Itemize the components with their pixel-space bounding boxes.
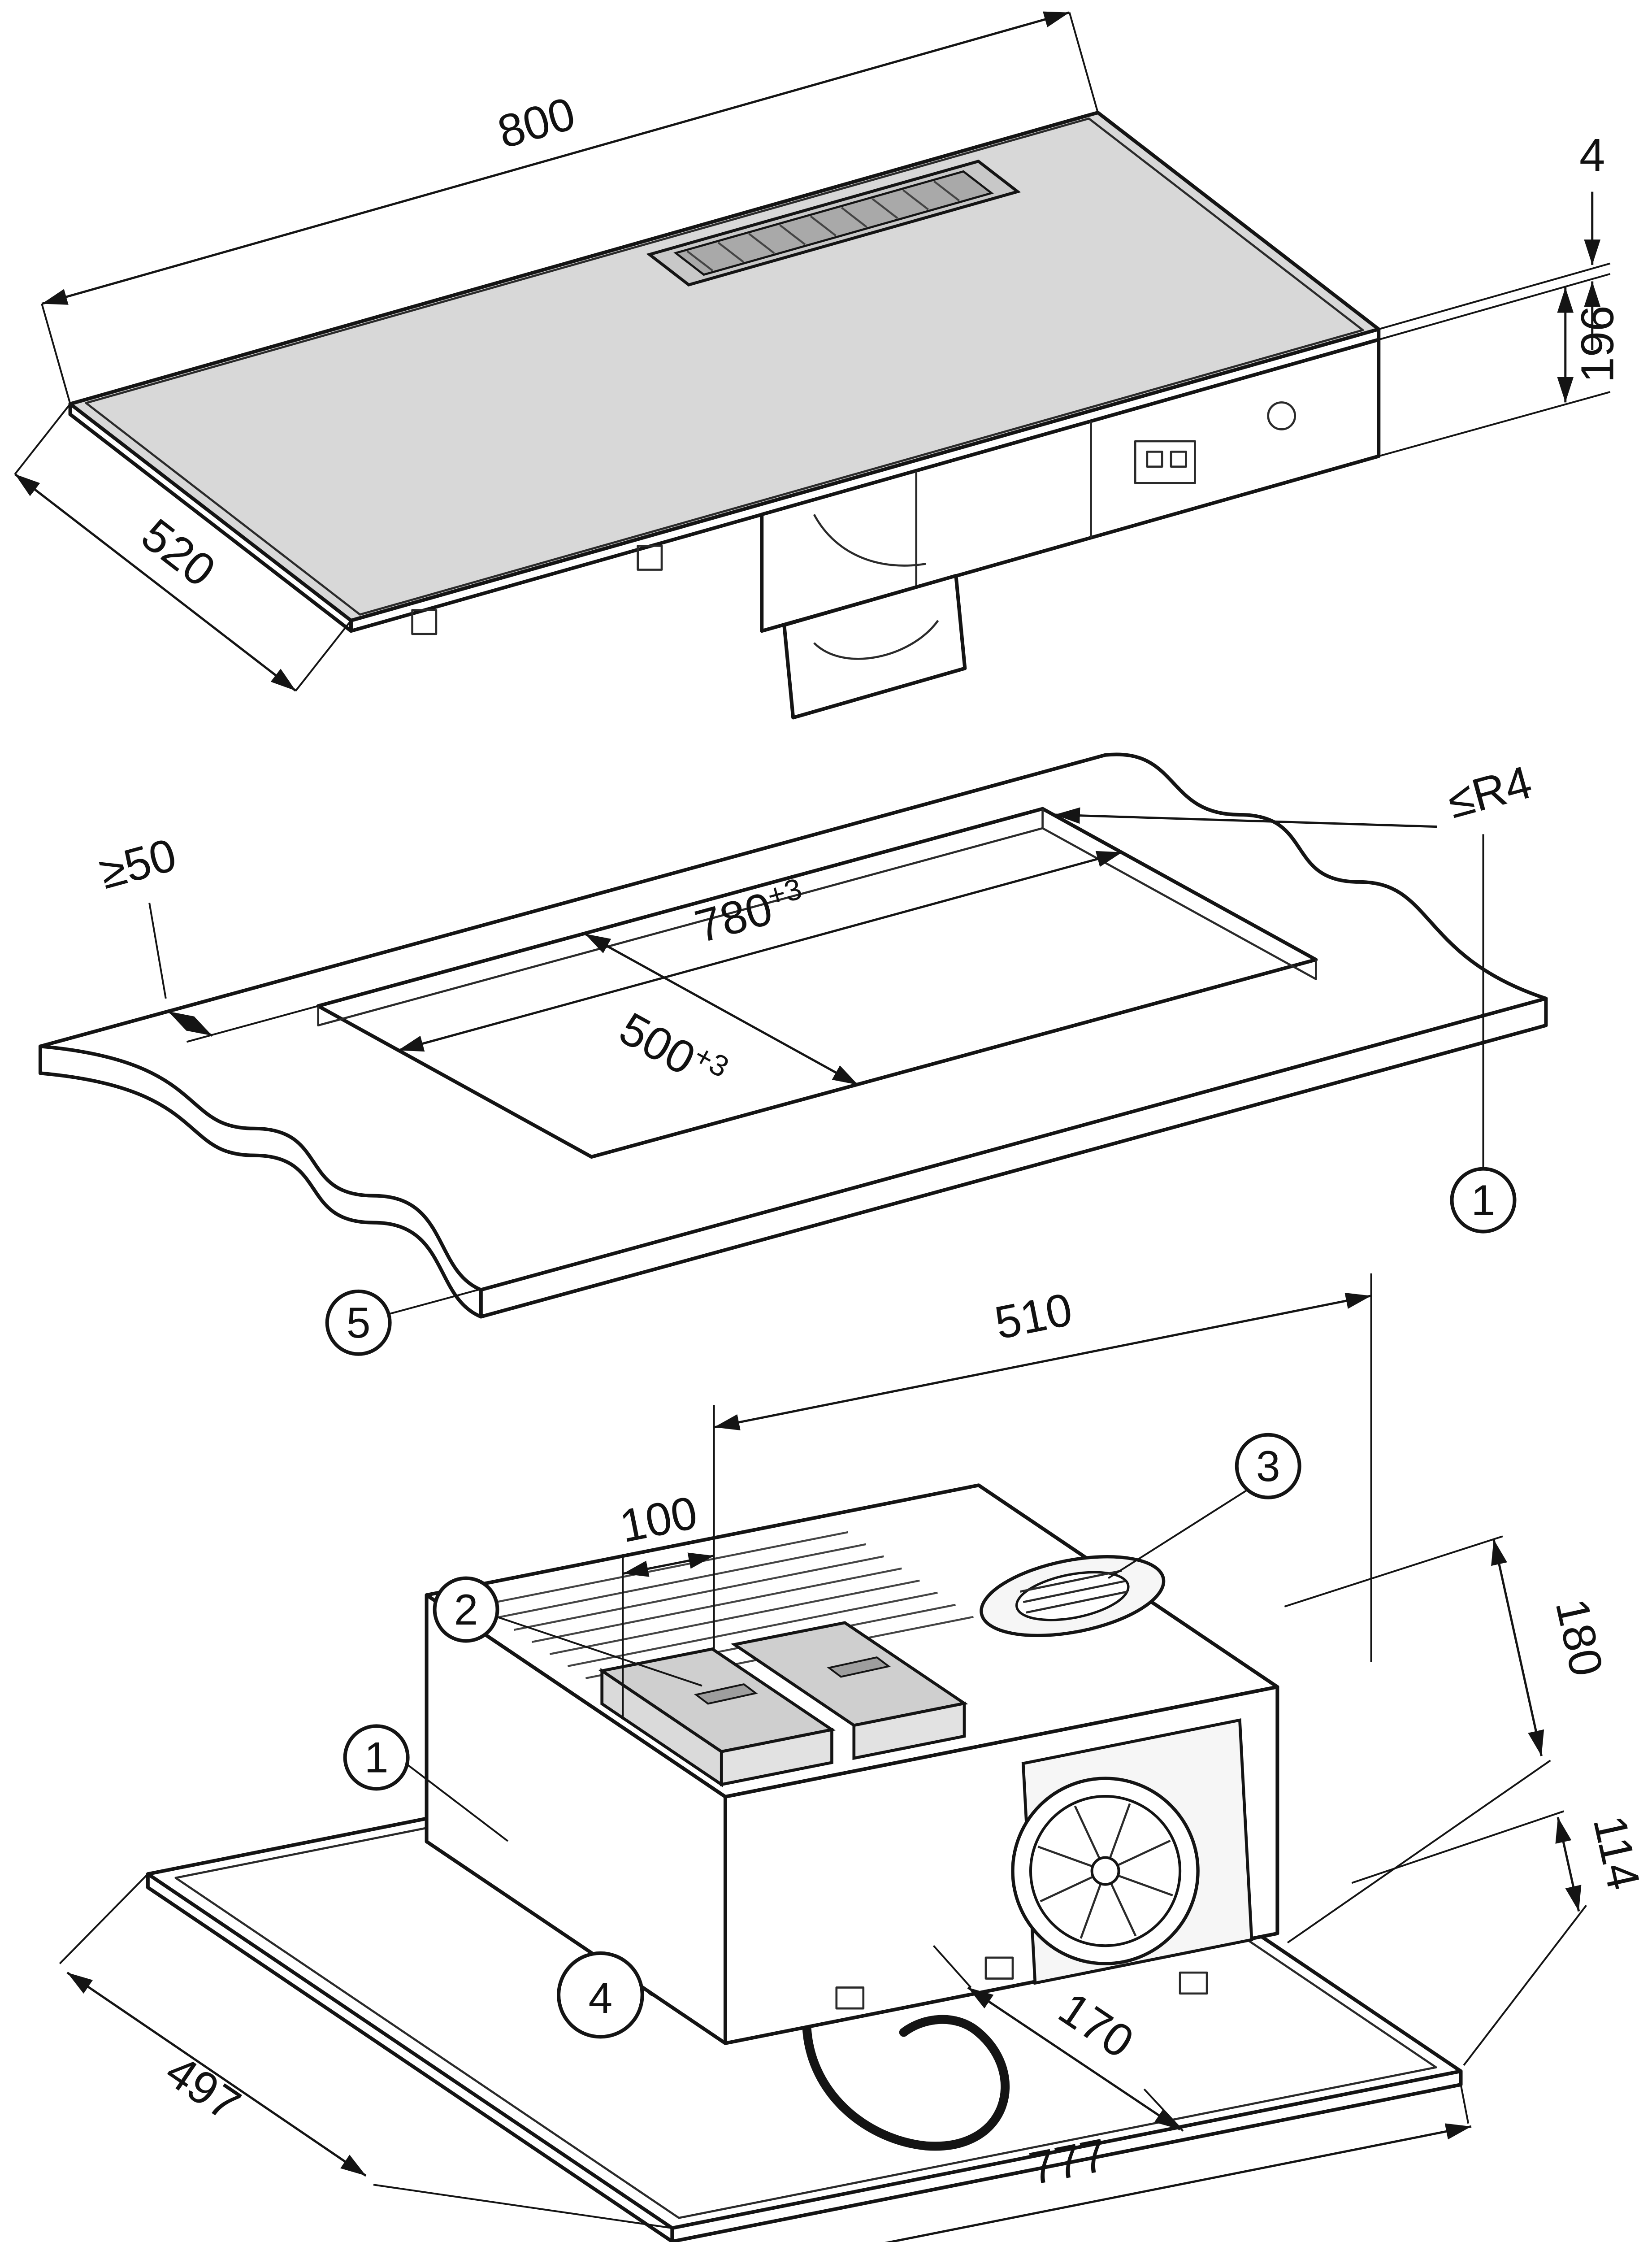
flange-hatch (1020, 1569, 1128, 1614)
dim-497-extensions (59, 1873, 672, 2229)
cassette-a-handle (694, 1683, 758, 1705)
housing-latches (835, 1956, 1208, 2010)
worktop-thickness (38, 996, 1548, 1319)
callout-4-label: 4 (589, 1974, 613, 2022)
dim-520-line (14, 473, 297, 692)
dim-50-extension (148, 903, 319, 1043)
glass-thickness-edges (68, 327, 1381, 633)
dim-spigot-height-label: 114 (1583, 1811, 1650, 1894)
dim-800-extensions (41, 12, 1099, 404)
cassette-b-handle (827, 1656, 891, 1678)
dim-800-line (41, 11, 1070, 305)
callout-2-leader (497, 1616, 702, 1687)
dim-rear-clearance-label: ≥50 (94, 829, 182, 899)
cassette-a-left (600, 1668, 723, 1787)
dim-width-label: 800 (492, 87, 581, 158)
dim-114-extensions (1351, 1810, 1587, 2066)
glass-top (68, 111, 1381, 622)
dim-unit-height-label: 180 (1546, 1594, 1613, 1681)
dim-500-line (584, 933, 859, 1086)
dim-4-extensions (1378, 262, 1611, 341)
dim-777-extensions (671, 2084, 1470, 2242)
callout-1b-circle (343, 1724, 410, 1791)
dim-180-extensions (1284, 1535, 1551, 1944)
dim-50-line (167, 1010, 213, 1037)
top-view: 800 4 196 520 (14, 11, 1623, 720)
dim-114-line (1555, 1817, 1582, 1912)
callout-1b-label: 1 (364, 1734, 389, 1782)
dim-glass-thickness-label: 4 (1579, 129, 1605, 181)
dim-497-line (66, 1972, 367, 2177)
callout-5-circle (325, 1289, 392, 1356)
filter-cassette-a (598, 1647, 836, 1787)
dim-unit-width-label: 510 (991, 1283, 1076, 1349)
dim-170-line (967, 1986, 1181, 2131)
callout-3-label: 3 (1256, 1443, 1280, 1490)
cutout-view: 780+3 500+3 ≥50 ≤R4 1 5 (38, 752, 1548, 1356)
mounting-feet (411, 544, 663, 635)
radius-leader (1054, 807, 1437, 828)
dim-510-line (714, 1292, 1372, 1430)
unit-view: 497 777 (59, 1273, 1650, 2242)
dim-100-line (622, 1552, 715, 1577)
callout-5-label: 5 (347, 1299, 371, 1347)
dim-520-extensions (14, 403, 352, 691)
outlet-ring-inner (1029, 1795, 1182, 1947)
callout-5-leader (390, 1269, 550, 1315)
callout-3-leader (1108, 1489, 1248, 1579)
cassette-b-front (852, 1701, 966, 1760)
under-housing-details (813, 421, 1196, 587)
callout-2-label: 2 (454, 1586, 478, 1634)
motor-box-detail (813, 620, 939, 660)
fan-hub (1090, 1856, 1120, 1886)
dim-180-line (1491, 1539, 1544, 1756)
dim-510-extensions (713, 1273, 1372, 1662)
callout-3-circle (1235, 1433, 1301, 1499)
dim-196-extensions (1378, 391, 1611, 457)
unit-left-face (425, 1593, 727, 2045)
motor-box (782, 574, 967, 720)
callout-1-circle (1450, 1167, 1517, 1234)
callout-4-circle (557, 1951, 644, 2039)
dim-corner-radius-label: ≤R4 (1442, 756, 1537, 828)
top-duct-flange (980, 1555, 1166, 1638)
dim-body-height-label: 196 (1571, 305, 1623, 382)
dim-777-line (682, 2123, 1472, 2242)
callout-1-label: 1 (1471, 1177, 1496, 1225)
blower-outlet (1011, 1718, 1253, 1985)
housing-knockout (1267, 401, 1296, 430)
cutout-inner-walls (317, 808, 1317, 1027)
dim-plate-depth-label: 497 (157, 2045, 250, 2131)
filter-cassette-b (730, 1621, 968, 1760)
callout-2-circle (433, 1576, 499, 1643)
callout-1b-leader (407, 1764, 509, 1842)
